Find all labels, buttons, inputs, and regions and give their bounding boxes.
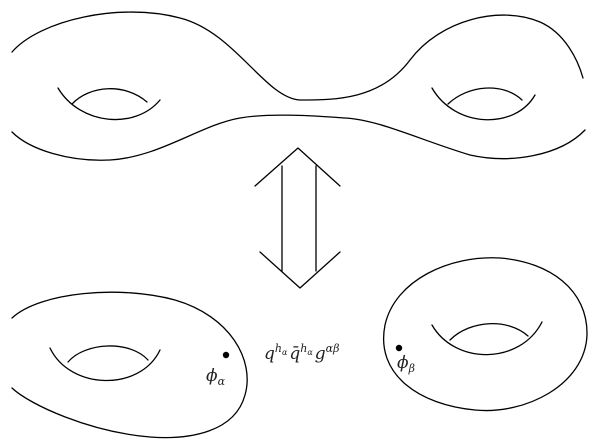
right-torus-outline (382, 257, 588, 412)
marked-point-icon (395, 344, 403, 352)
left-torus-lower-arc (49, 347, 161, 382)
right-handle-upper-arc (447, 87, 523, 105)
arrow-up-head (254, 147, 341, 187)
double-headed-vertical-arrow-icon (254, 147, 341, 289)
right-torus (382, 257, 588, 412)
left-torus-upper-arc (67, 345, 149, 363)
marked-point-icon (222, 351, 230, 359)
genus-two-surface (11, 11, 586, 161)
genus-two-surface-bottom-outline (11, 114, 586, 161)
genus-two-surface-top-outline (11, 11, 584, 101)
right-torus-lower-arc (431, 321, 543, 356)
arrow-down-head (259, 251, 341, 289)
phi-alpha-label: ϕα (206, 366, 226, 388)
left-torus-outline (11, 291, 248, 439)
left-handle-lower-arc (57, 87, 161, 121)
right-handle-lower-arc (431, 87, 536, 121)
right-torus-upper-arc (449, 323, 529, 341)
left-handle-upper-arc (71, 88, 148, 105)
left-torus (11, 291, 248, 439)
phi-beta-label: ϕβ (397, 353, 415, 375)
